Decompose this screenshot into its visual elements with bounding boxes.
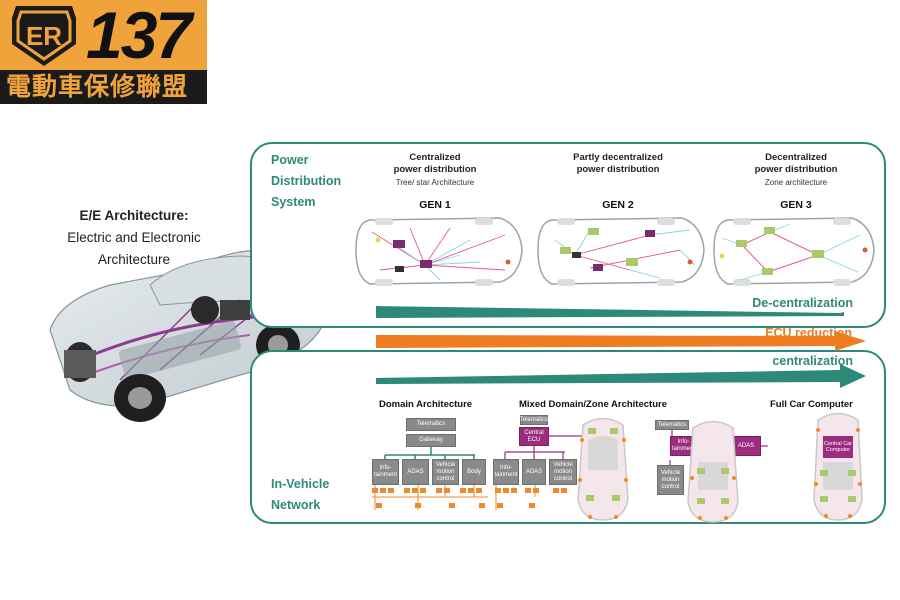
label-line-distribution: Distribution bbox=[271, 174, 342, 188]
decentralization-label: De-centralization bbox=[752, 296, 853, 310]
label-line-in-vehicle: In-Vehicle bbox=[271, 477, 330, 491]
mixed-adas-box: ADAS bbox=[522, 459, 546, 485]
gen2-label: GEN 2 bbox=[602, 199, 634, 211]
domain-body-box: Body bbox=[462, 459, 486, 485]
gen2-heading-line1: Partly decentralized bbox=[573, 152, 663, 163]
gen3-subtitle: Zone architecture bbox=[764, 178, 828, 187]
central-ecu-box: Central ECU bbox=[519, 427, 549, 446]
full-central-computer-label: Central Car Computer bbox=[823, 441, 853, 453]
ee-line1: Electric and Electronic bbox=[67, 230, 201, 245]
brand-logo: ER 137 電動車保修聯盟 bbox=[0, 0, 207, 104]
zone-telematics-box: Telematics bbox=[655, 420, 689, 430]
logo-number: 137 bbox=[86, 0, 192, 72]
in-vehicle-network-label: In-Vehicle Network bbox=[271, 474, 329, 516]
telematics-box: Telematics bbox=[406, 418, 456, 431]
domain-vmc-box: Vehicle motion control bbox=[432, 459, 459, 485]
ee-line2: Architecture bbox=[97, 252, 171, 267]
gen3-label: GEN 3 bbox=[780, 199, 812, 211]
gen3-heading-line1: Decentralized bbox=[765, 152, 827, 163]
gen2-heading: Partly decentralized power distribution bbox=[558, 152, 678, 176]
mixed-architecture-title: Mixed Domain/Zone Architecture bbox=[519, 399, 667, 410]
label-line-system: System bbox=[271, 195, 316, 209]
gen1-subtitle: Tree/ star Architecture bbox=[395, 178, 475, 187]
power-distribution-label: Power Distribution System bbox=[271, 150, 341, 213]
domain-infotainment-box: Info-tainment bbox=[372, 459, 399, 485]
gen3-heading: Decentralized power distribution bbox=[736, 152, 856, 176]
zone-vmc-box: Vehicle motion control bbox=[657, 465, 684, 495]
ecu-reduction-label: ECU reduction bbox=[765, 326, 852, 340]
in-vehicle-network-panel bbox=[250, 350, 886, 524]
domain-architecture-title: Domain Architecture bbox=[379, 399, 473, 410]
label-line-power: Power bbox=[271, 153, 309, 167]
centralization-label: centralization bbox=[772, 354, 853, 368]
gen1-heading-line1: Centralized bbox=[409, 152, 461, 163]
full-car-computer-title: Full Car Computer bbox=[770, 399, 853, 410]
gateway-box: Gateway bbox=[406, 434, 456, 447]
ee-title: E/E Architecture: bbox=[79, 208, 189, 223]
gen2-heading-line2: power distribution bbox=[576, 164, 660, 175]
label-line-network: Network bbox=[271, 498, 321, 512]
domain-adas-box: ADAS bbox=[402, 459, 429, 485]
gen1-label: GEN 1 bbox=[419, 199, 451, 211]
zone-central-computer-box: Central Car Computer bbox=[698, 433, 730, 459]
gen1-heading: Centralized power distribution bbox=[375, 152, 495, 176]
mixed-infotainment-box: Info-tainment bbox=[493, 459, 519, 485]
logo-subtitle: 電動車保修聯盟 bbox=[6, 72, 189, 101]
mixed-vmc-box: Vehicle motion control bbox=[549, 459, 577, 485]
emblem-text: ER bbox=[26, 21, 62, 51]
shield-emblem-icon: ER bbox=[12, 6, 76, 66]
mixed-telematics-box: Telematics bbox=[520, 415, 548, 425]
gen3-heading-line2: power distribution bbox=[754, 164, 838, 175]
ee-architecture-heading: E/E Architecture: Electric and Electroni… bbox=[24, 205, 244, 271]
zone-infotainment-box: Info-tainment bbox=[670, 436, 697, 456]
logo-subtitle-bar bbox=[0, 70, 207, 104]
gen1-heading-line2: power distribution bbox=[393, 164, 477, 175]
zone-adas-box: ADAS bbox=[731, 436, 761, 456]
